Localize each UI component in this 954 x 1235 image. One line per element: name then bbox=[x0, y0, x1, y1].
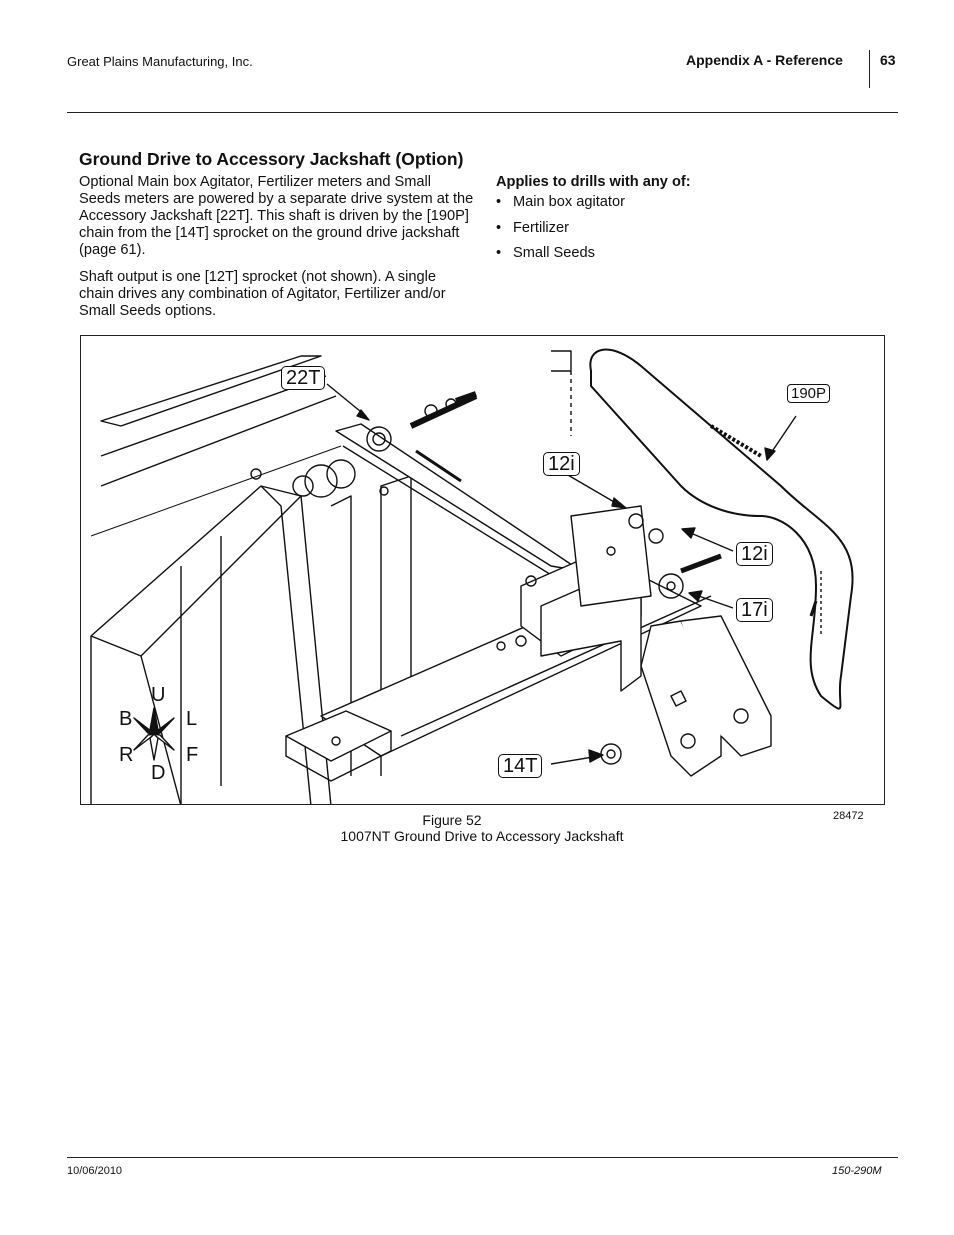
section-name: Appendix A - Reference bbox=[686, 52, 843, 68]
figure-drawing: 22T 190P 12i 12i 17i 14T U B L R F D bbox=[80, 335, 885, 805]
direction-rear: R bbox=[119, 744, 134, 766]
callout-17i: 17i bbox=[736, 598, 773, 622]
callout-12i-right: 12i bbox=[736, 542, 773, 566]
paragraph-2: Shaft output is one [12T] sprocket (not … bbox=[79, 269, 446, 319]
callout-22t: 22T bbox=[281, 366, 326, 390]
direction-left: L bbox=[186, 708, 198, 730]
paragraph-1: Optional Main box Agitator, Fertilizer m… bbox=[79, 174, 474, 258]
applies-heading: Applies to drills with any of: bbox=[496, 174, 691, 190]
footer-doc-number: 150-290M bbox=[832, 1165, 882, 1177]
company-name: Great Plains Manufacturing, Inc. bbox=[67, 54, 253, 69]
direction-up: U bbox=[151, 684, 166, 706]
header-divider bbox=[869, 50, 870, 88]
figure-id: 28472 bbox=[833, 810, 864, 822]
page-number: 63 bbox=[880, 52, 896, 68]
callout-190p: 190P bbox=[787, 384, 831, 403]
callout-14t: 14T bbox=[498, 754, 543, 778]
figure-caption-title: 1007NT Ground Drive to Accessory Jacksha… bbox=[340, 828, 624, 844]
parts-illustration bbox=[90, 348, 854, 804]
figure-caption-number: Figure 52 bbox=[422, 812, 482, 828]
footer-rule bbox=[67, 1157, 898, 1158]
direction-back: B bbox=[119, 708, 133, 730]
section-title: Ground Drive to Accessory Jackshaft (Opt… bbox=[79, 149, 464, 169]
list-item: •Small Seeds bbox=[496, 245, 595, 261]
footer-date: 10/06/2010 bbox=[67, 1165, 123, 1177]
list-item: •Fertilizer bbox=[496, 219, 569, 236]
applies-list: •Main box agitator •Fertilizer •Small Se… bbox=[496, 194, 625, 271]
list-item: •Main box agitator bbox=[496, 194, 625, 210]
direction-front: F bbox=[186, 744, 199, 766]
callout-12i-top: 12i bbox=[543, 452, 580, 476]
body-text: Optional Main box Agitator, Fertilizer m… bbox=[79, 174, 474, 330]
header-rule bbox=[67, 112, 898, 113]
direction-down: D bbox=[151, 762, 166, 784]
